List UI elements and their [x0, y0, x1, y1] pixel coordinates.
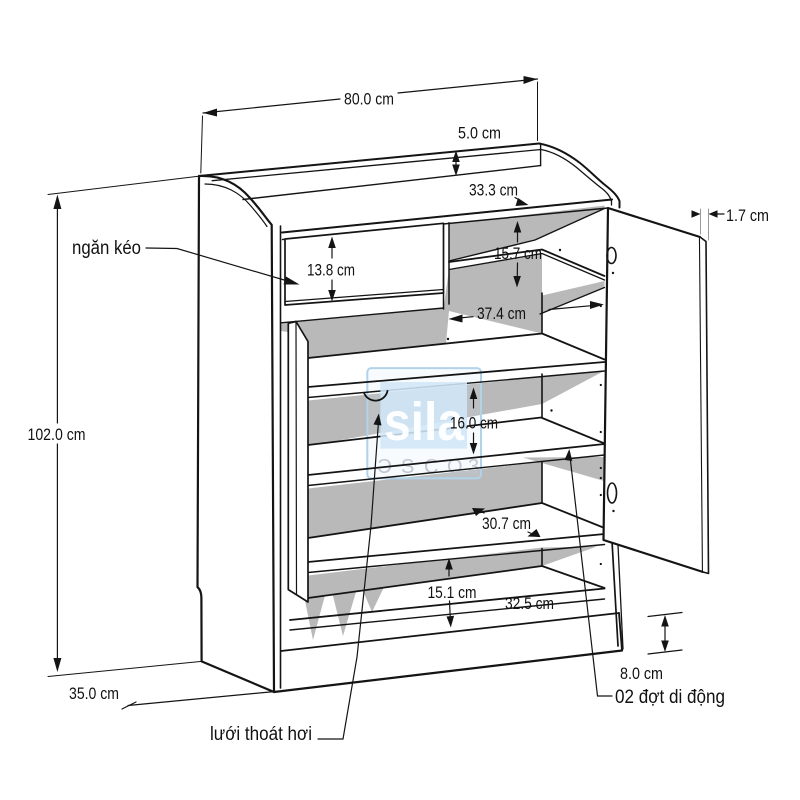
svg-text:O: O: [447, 456, 463, 478]
svg-text:33.3 cm: 33.3 cm: [469, 181, 518, 200]
svg-text:15.7 cm: 15.7 cm: [494, 244, 542, 263]
svg-text:13.8 cm: 13.8 cm: [307, 261, 355, 280]
svg-text:16.0 cm: 16.0 cm: [450, 414, 498, 433]
svg-text:8.0 cm: 8.0 cm: [620, 664, 663, 683]
svg-text:102.0 cm: 102.0 cm: [28, 425, 86, 444]
svg-text:15.1 cm: 15.1 cm: [428, 583, 477, 602]
svg-text:30.7 cm: 30.7 cm: [482, 514, 531, 533]
svg-text:C: C: [424, 456, 438, 478]
svg-text:3: 3: [468, 456, 479, 478]
svg-text:lưới thoát hơi: lưới thoát hơi: [210, 724, 312, 745]
svg-text:35.0 cm: 35.0 cm: [69, 684, 119, 703]
svg-text:sila: sila: [384, 392, 465, 452]
svg-text:1.7 cm: 1.7 cm: [726, 206, 769, 225]
svg-text:S: S: [401, 456, 414, 478]
svg-text:32.5 cm: 32.5 cm: [505, 594, 554, 613]
svg-text:80.0 cm: 80.0 cm: [344, 90, 394, 109]
svg-text:37.4 cm: 37.4 cm: [477, 304, 526, 323]
svg-text:5.0 cm: 5.0 cm: [458, 124, 501, 143]
svg-text:ngăn kéo: ngăn kéo: [72, 238, 141, 259]
svg-text:02 đợt di động: 02 đợt di động: [615, 687, 725, 708]
